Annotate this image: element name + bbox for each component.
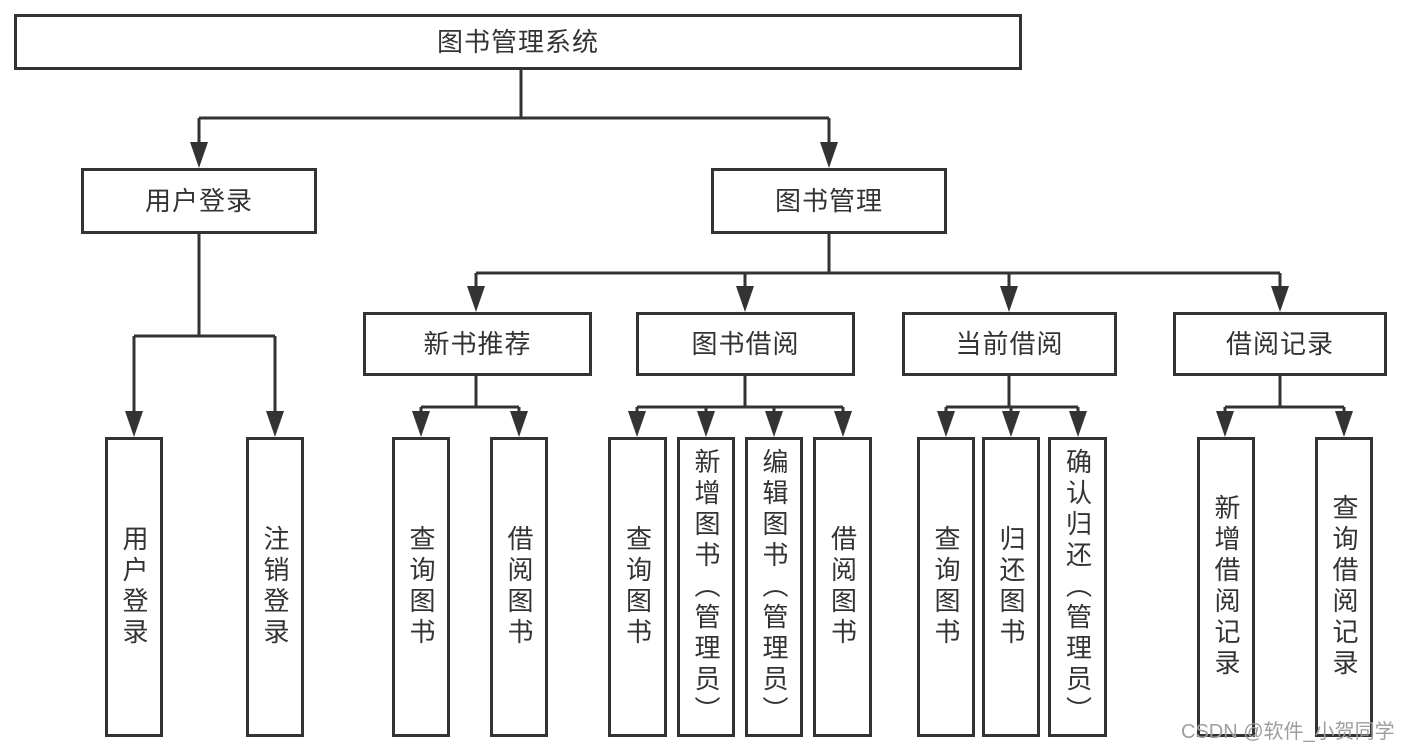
leaf-confirm-return-admin: 确认归还（管理员） (1048, 437, 1107, 737)
leaf-edit-book-admin: 编辑图书（管理员） (745, 437, 803, 737)
node-label: 新增图书（管理员） (691, 447, 721, 727)
node-current-borrowing: 当前借阅 (902, 312, 1117, 376)
arrow-down-icon (628, 411, 646, 437)
arrowheads (125, 142, 1353, 437)
connector-records-children (1223, 376, 1346, 413)
node-label: 图书管理系统 (436, 27, 599, 57)
node-book-borrowing: 图书借阅 (636, 312, 855, 376)
node-new-book-recommend: 新书推荐 (363, 312, 592, 376)
arrow-down-icon (1216, 411, 1234, 437)
arrow-down-icon (937, 411, 955, 437)
leaf-return-books: 归还图书 (982, 437, 1040, 737)
connector-userlogin-children (132, 234, 277, 413)
leaf-query-books-current: 查询图书 (917, 437, 975, 737)
node-label: 用户登录 (119, 525, 149, 649)
node-label: 当前借阅 (955, 329, 1064, 359)
node-label: 查询图书 (931, 525, 961, 649)
arrow-down-icon (412, 411, 430, 437)
arrow-down-icon (697, 411, 715, 437)
arrow-down-icon (1002, 411, 1020, 437)
connector-root-to-level2 (197, 70, 831, 144)
node-library-management-system: 图书管理系统 (14, 14, 1022, 70)
node-label: 查询图书 (406, 525, 436, 649)
leaf-logout: 注销登录 (246, 437, 304, 737)
arrow-down-icon (125, 411, 143, 437)
node-user-login: 用户登录 (81, 168, 317, 234)
leaf-borrow-books: 借阅图书 (813, 437, 872, 737)
arrow-down-icon (1335, 411, 1353, 437)
leaf-query-books-recommend: 查询图书 (392, 437, 450, 737)
node-borrowing-records: 借阅记录 (1173, 312, 1387, 376)
node-label: 确认归还（管理员） (1062, 447, 1093, 727)
node-label: 借阅记录 (1225, 329, 1334, 359)
node-label: 借阅图书 (504, 525, 534, 649)
node-label: 图书管理 (774, 186, 883, 216)
node-label: 归还图书 (996, 525, 1026, 649)
connector-bookmgmt-to-level3 (474, 234, 1282, 288)
arrow-down-icon (765, 411, 783, 437)
node-label: 用户登录 (144, 186, 253, 216)
node-label: 新增借阅记录 (1211, 494, 1241, 680)
node-label: 注销登录 (260, 525, 290, 649)
csdn-watermark: CSDN @软件_小贺同学 (1181, 721, 1395, 743)
connector-currentborrow-children (944, 376, 1080, 413)
arrow-down-icon (190, 142, 208, 168)
node-label: 查询借阅记录 (1329, 494, 1359, 680)
arrow-down-icon (1000, 286, 1018, 312)
leaf-add-book-admin: 新增图书（管理员） (677, 437, 735, 737)
node-label: 图书借阅 (691, 329, 800, 359)
arrow-down-icon (1271, 286, 1289, 312)
arrow-down-icon (266, 411, 284, 437)
node-label: 新书推荐 (423, 329, 532, 359)
node-label: 借阅图书 (827, 525, 858, 649)
node-label: 编辑图书（管理员） (759, 447, 789, 727)
connector-bookborrow-children (635, 376, 845, 413)
leaf-user-login: 用户登录 (105, 437, 163, 737)
connector-newrec-children (419, 376, 521, 413)
node-book-management: 图书管理 (711, 168, 947, 234)
arrow-down-icon (736, 286, 754, 312)
leaf-query-borrow-record: 查询借阅记录 (1315, 437, 1373, 737)
leaf-add-borrow-record: 新增借阅记录 (1197, 437, 1255, 737)
arrow-down-icon (467, 286, 485, 312)
arrow-down-icon (834, 411, 852, 437)
arrow-down-icon (510, 411, 528, 437)
arrow-down-icon (820, 142, 838, 168)
node-label: 查询图书 (622, 525, 653, 649)
arrow-down-icon (1069, 411, 1087, 437)
leaf-query-books-borrow: 查询图书 (608, 437, 667, 737)
leaf-borrow-books-recommend: 借阅图书 (490, 437, 548, 737)
